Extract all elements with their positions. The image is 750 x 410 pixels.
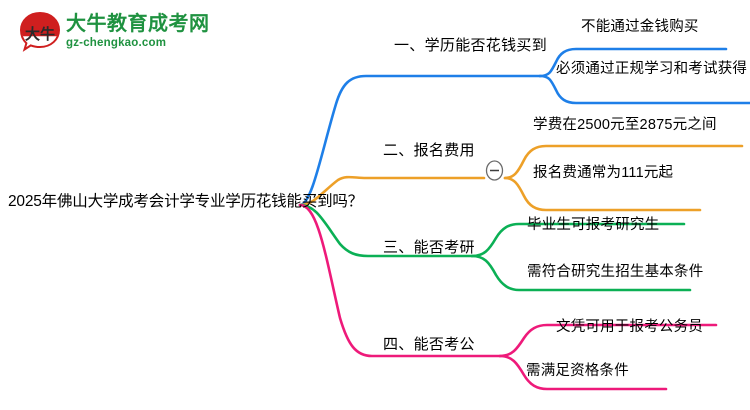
mindmap-root-node[interactable]: 2025年佛山大学成考会计学专业学历花钱能买到吗？ (8, 193, 363, 210)
logo-domain: gz-chengkao.com (66, 36, 167, 49)
leaf-label-2-2[interactable]: 报名费通常为111元起 (533, 165, 674, 181)
branch-label-1[interactable]: 一、学历能否花钱买到 (394, 37, 548, 54)
leaf-label-4-1[interactable]: 文凭可用于报考公务员 (556, 319, 703, 335)
logo-title: 大牛教育成考网 (66, 12, 210, 35)
branch-label-4[interactable]: 四、能否考公 (383, 336, 475, 353)
leaf-label-2-1[interactable]: 学费在2500元至2875元之间 (533, 117, 717, 133)
leaf-label-3-2[interactable]: 需符合研究生招生基本条件 (527, 264, 704, 280)
logo-mark-icon: 大牛 (18, 10, 62, 54)
leaf-label-4-2[interactable]: 需满足资格条件 (526, 363, 629, 379)
minus-circle-icon[interactable] (484, 160, 505, 181)
svg-text:大牛: 大牛 (25, 25, 55, 43)
leaf-label-3-1[interactable]: 毕业生可报考研究生 (527, 217, 660, 233)
site-logo[interactable]: 大牛 大牛教育成考网 gz-chengkao.com (18, 8, 209, 56)
branch-label-3[interactable]: 三、能否考研 (383, 239, 475, 256)
leaf-label-1-1[interactable]: 不能通过金钱购买 (581, 19, 699, 35)
leaf-label-1-2[interactable]: 必须通过正规学习和考试获得 (556, 61, 748, 77)
branch-label-2[interactable]: 二、报名费用 (383, 142, 475, 159)
